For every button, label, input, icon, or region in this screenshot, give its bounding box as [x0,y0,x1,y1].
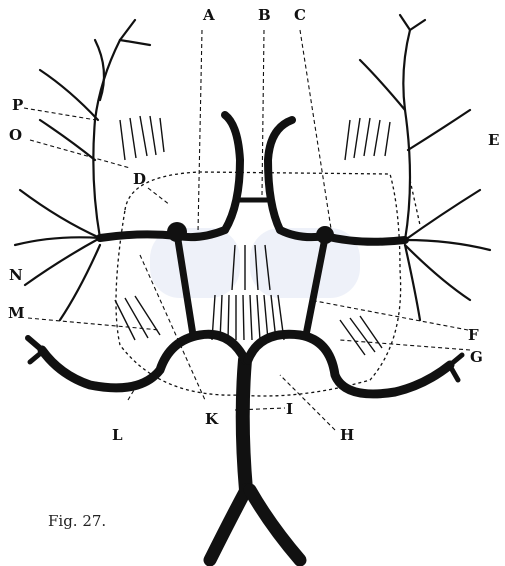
label-d: D [133,172,146,187]
label-a: A [203,8,215,23]
label-o: O [9,128,22,143]
label-k: K [205,412,218,427]
right-branch-tree [360,15,490,320]
label-i: I [286,402,293,417]
label-l: L [112,428,123,443]
label-c: C [294,8,306,23]
label-m: M [8,306,25,321]
label-n: N [9,268,23,283]
label-g: G [470,350,483,365]
left-branch-tree [15,20,150,320]
label-f: F [468,328,479,343]
figure-caption: Fig. 27. [48,512,106,530]
label-p: P [12,98,23,113]
label-e: E [488,133,499,148]
label-h: H [340,428,354,443]
label-b: B [258,8,271,23]
